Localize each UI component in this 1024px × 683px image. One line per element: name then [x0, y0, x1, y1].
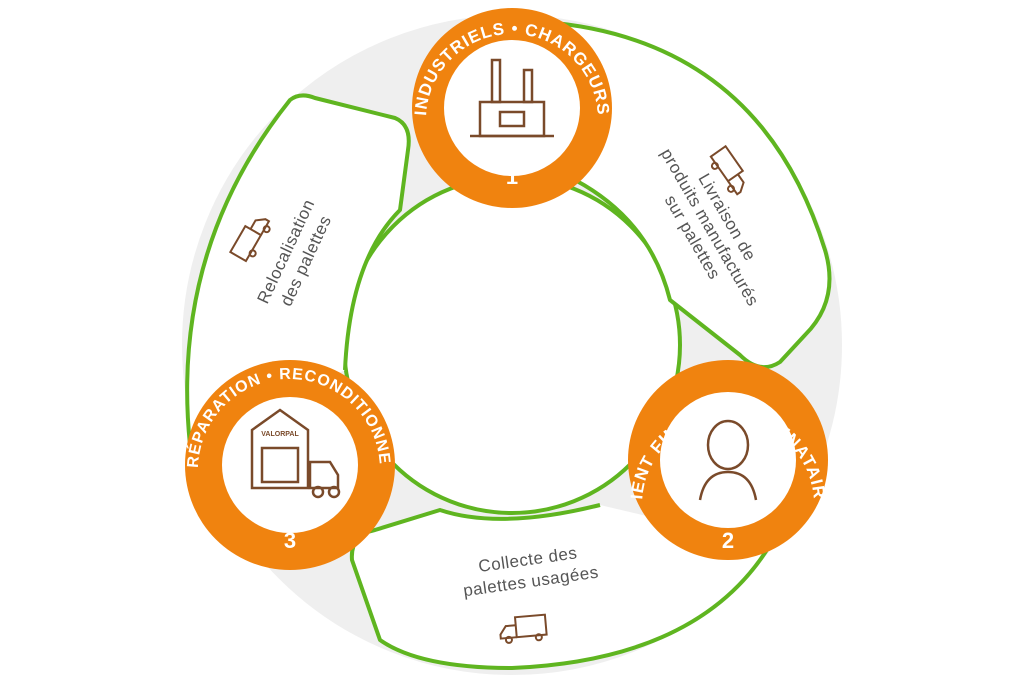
node-tri-number: 3	[284, 528, 296, 553]
factory-icon	[470, 58, 554, 138]
person-icon	[698, 419, 758, 501]
truck-icon	[499, 613, 548, 644]
flow-band-livraison	[544, 20, 832, 370]
truck-icon	[709, 144, 745, 196]
node-industriels-number: 1	[506, 164, 518, 189]
valorpal-logo: VALORPAL	[261, 431, 299, 438]
truck-icon	[228, 218, 271, 263]
warehouse-icon	[250, 408, 341, 499]
node-clients-number: 2	[722, 528, 734, 553]
node-industriels: INDUSTRIELS • CHARGEURS 1	[411, 8, 612, 208]
flow-band-relocalisation	[185, 93, 411, 446]
flow-band-collecte	[349, 503, 772, 670]
